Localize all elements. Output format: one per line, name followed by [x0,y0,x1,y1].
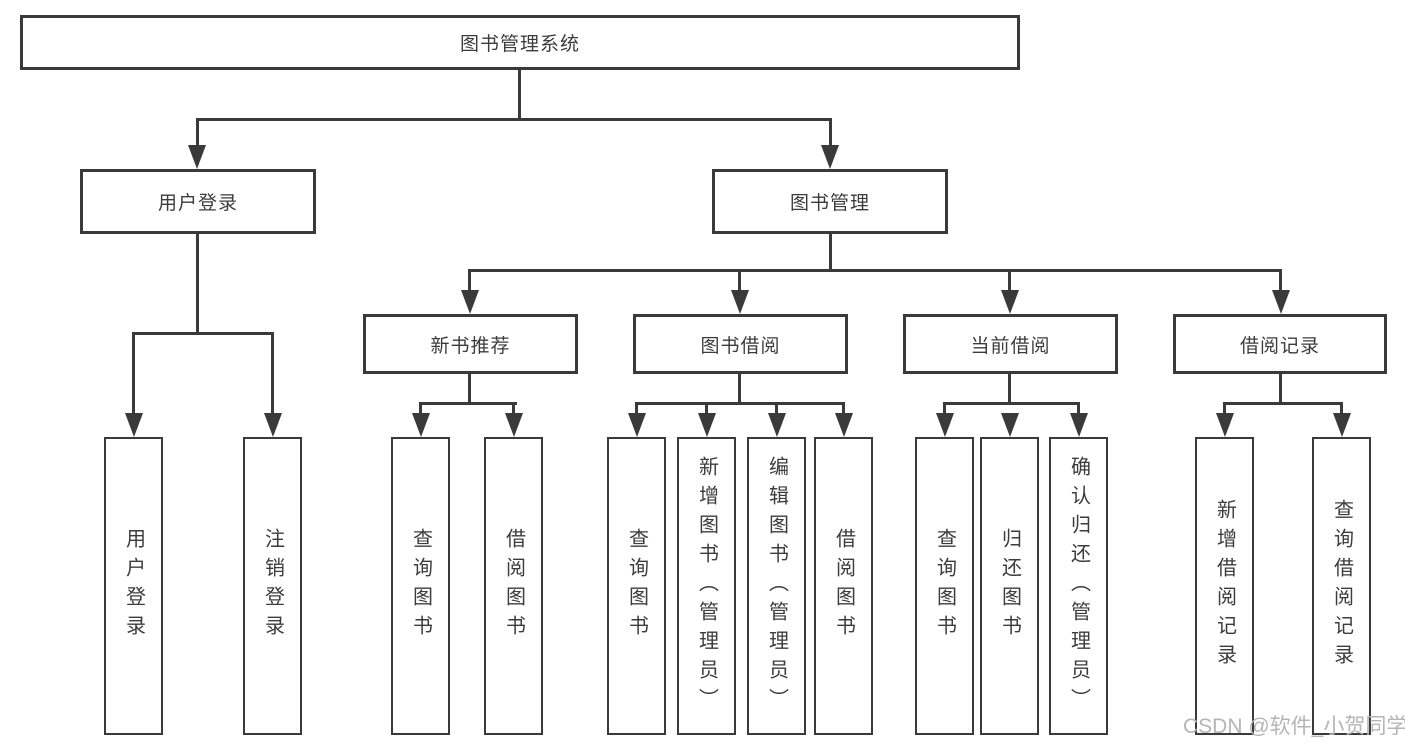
leaf-label: 新增借阅记录 [1213,499,1236,673]
leaf-label: 用户登录 [122,528,145,644]
connector-line [468,374,471,405]
arrow-head [1001,413,1019,437]
arrow-head [1216,413,1234,437]
connector-line [829,118,832,148]
connector-line [705,402,708,416]
arrow-head [461,290,479,314]
connector-line [943,402,1080,405]
connector-line [1223,402,1226,416]
connector-line [468,269,471,293]
node-borrow-records: 借阅记录 [1173,314,1387,374]
arrow-head [835,413,853,437]
connector-line [132,332,274,335]
arrow-head [264,413,282,437]
leaf-logout: 注销登录 [243,437,302,735]
connector-line [943,402,946,416]
connector-line [1008,374,1011,405]
connector-line [1223,402,1343,405]
connector-line [1008,269,1011,293]
leaf-label: 归还图书 [998,528,1021,644]
arrow-head [698,413,716,437]
leaf-borrow-edit-books-admin: 编辑图书（管理员） [747,437,806,735]
arrow-head [1333,413,1351,437]
connector-line [196,234,199,334]
connector-line [512,402,515,416]
leaf-label: 新增图书（管理员） [695,455,718,717]
leaf-label: 编辑图书（管理员） [765,455,788,717]
arrow-head [505,413,523,437]
node-current-borrow: 当前借阅 [903,314,1118,374]
arrow-head [125,413,143,437]
leaf-current-return-books: 归还图书 [980,437,1039,735]
leaf-label: 查询图书 [625,528,648,644]
leaf-borrow-add-books-admin: 新增图书（管理员） [677,437,736,735]
connector-line [518,69,521,121]
connector-line [419,402,517,405]
arrow-head [412,413,430,437]
leaf-records-query-record: 查询借阅记录 [1312,437,1371,735]
leaf-records-add-record: 新增借阅记录 [1195,437,1254,735]
leaf-label: 借阅图书 [502,528,525,644]
connector-line [271,332,274,416]
node-new-book-recommend: 新书推荐 [363,314,578,374]
connector-line [635,402,845,405]
leaf-label: 确认归还（管理员） [1067,455,1090,717]
leaf-borrow-borrow-books: 借阅图书 [814,437,873,735]
connector-line [635,402,638,416]
leaf-current-query-books: 查询图书 [915,437,974,735]
leaf-borrow-query-books: 查询图书 [607,437,666,735]
connector-line [738,374,741,405]
csdn-watermark: CSDN @软件_小贺同学 [1183,715,1405,738]
node-book-borrow: 图书借阅 [633,314,848,374]
connector-line [842,402,845,416]
arrow-head [731,290,749,314]
arrow-head [821,145,839,169]
connector-line [1279,374,1282,405]
node-root: 图书管理系统 [20,15,1020,70]
leaf-recommend-borrow-books: 借阅图书 [484,437,543,735]
connector-line [1279,269,1282,293]
connector-line [419,402,422,416]
arrow-head [1001,290,1019,314]
connector-line [1340,402,1343,416]
node-book-management: 图书管理 [712,169,948,234]
leaf-recommend-query-books: 查询图书 [391,437,450,735]
connector-line [738,269,741,293]
connector-line [468,269,1282,272]
arrow-head [1070,413,1088,437]
connector-line [196,118,199,148]
arrow-head [768,413,786,437]
connector-line [829,234,832,272]
leaf-current-confirm-return-admin: 确认归还（管理员） [1049,437,1108,735]
arrow-head [936,413,954,437]
leaf-label: 注销登录 [261,528,284,644]
leaf-label: 查询图书 [933,528,956,644]
arrow-head [1272,290,1290,314]
arrow-head [188,145,206,169]
arrow-head [628,413,646,437]
node-user-login: 用户登录 [80,169,316,234]
leaf-label: 借阅图书 [832,528,855,644]
connector-line [132,332,135,416]
leaf-user-login: 用户登录 [104,437,163,735]
leaf-label: 查询图书 [409,528,432,644]
connector-line [196,118,832,121]
leaf-label: 查询借阅记录 [1330,499,1353,673]
connector-line [775,402,778,416]
connector-line [1077,402,1080,416]
